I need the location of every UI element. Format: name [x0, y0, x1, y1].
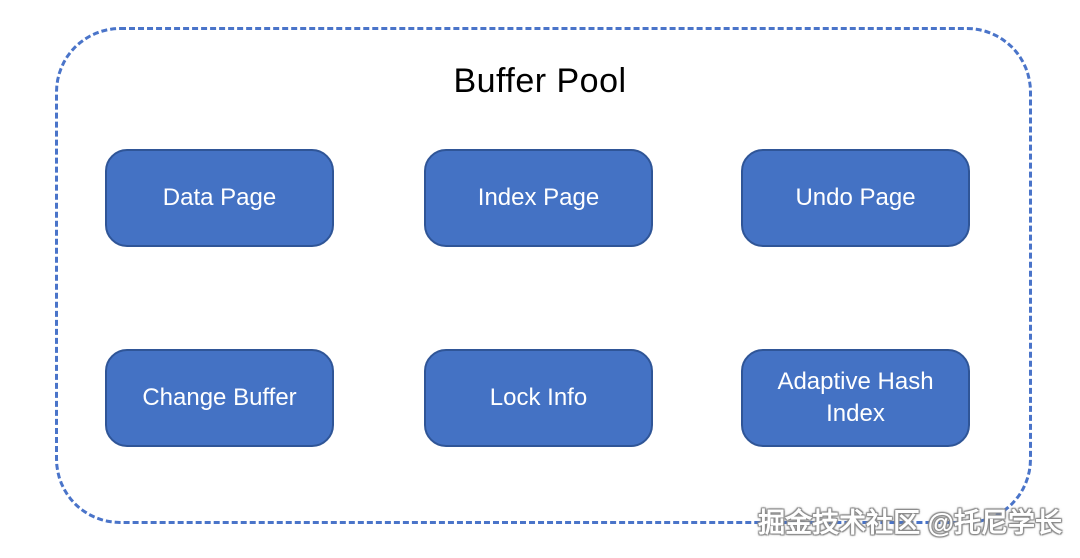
- watermark-text: 掘金技术社区 @托尼学长: [758, 508, 1062, 538]
- buffer-pool-dashed-frame: [55, 27, 1032, 524]
- box-adaptive-hash-index: Adaptive Hash Index: [741, 349, 970, 447]
- box-lock-info: Lock Info: [424, 349, 653, 447]
- box-index-page: Index Page: [424, 149, 653, 247]
- box-undo-page: Undo Page: [741, 149, 970, 247]
- box-change-buffer: Change Buffer: [105, 349, 334, 447]
- box-data-page: Data Page: [105, 149, 334, 247]
- diagram-title: Buffer Pool: [453, 62, 627, 100]
